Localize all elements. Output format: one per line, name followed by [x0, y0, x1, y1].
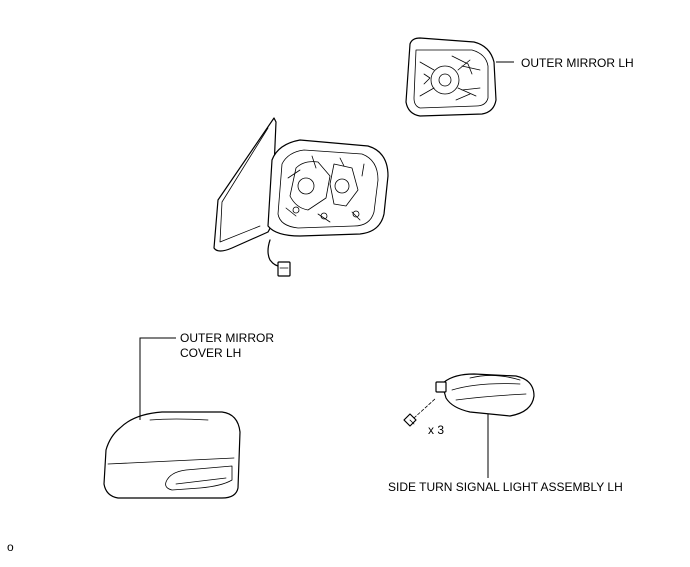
outer-mirror-cover [103, 411, 241, 499]
label-side-turn-signal: SIDE TURN SIGNAL LIGHT ASSEMBLY LH [388, 480, 623, 494]
outer-mirror-body [213, 117, 389, 277]
label-screw-qty: x 3 [428, 423, 445, 437]
cover-leader [139, 337, 176, 420]
side-turn-signal-light [435, 373, 535, 417]
label-cover-line2: COVER LH [180, 346, 242, 360]
label-cover-line1: OUTER MIRROR [180, 331, 274, 345]
corner-mark: o [7, 540, 14, 554]
outer-mirror-glass [405, 37, 497, 117]
screw [403, 397, 437, 427]
label-outer-mirror: OUTER MIRROR LH [521, 56, 634, 70]
